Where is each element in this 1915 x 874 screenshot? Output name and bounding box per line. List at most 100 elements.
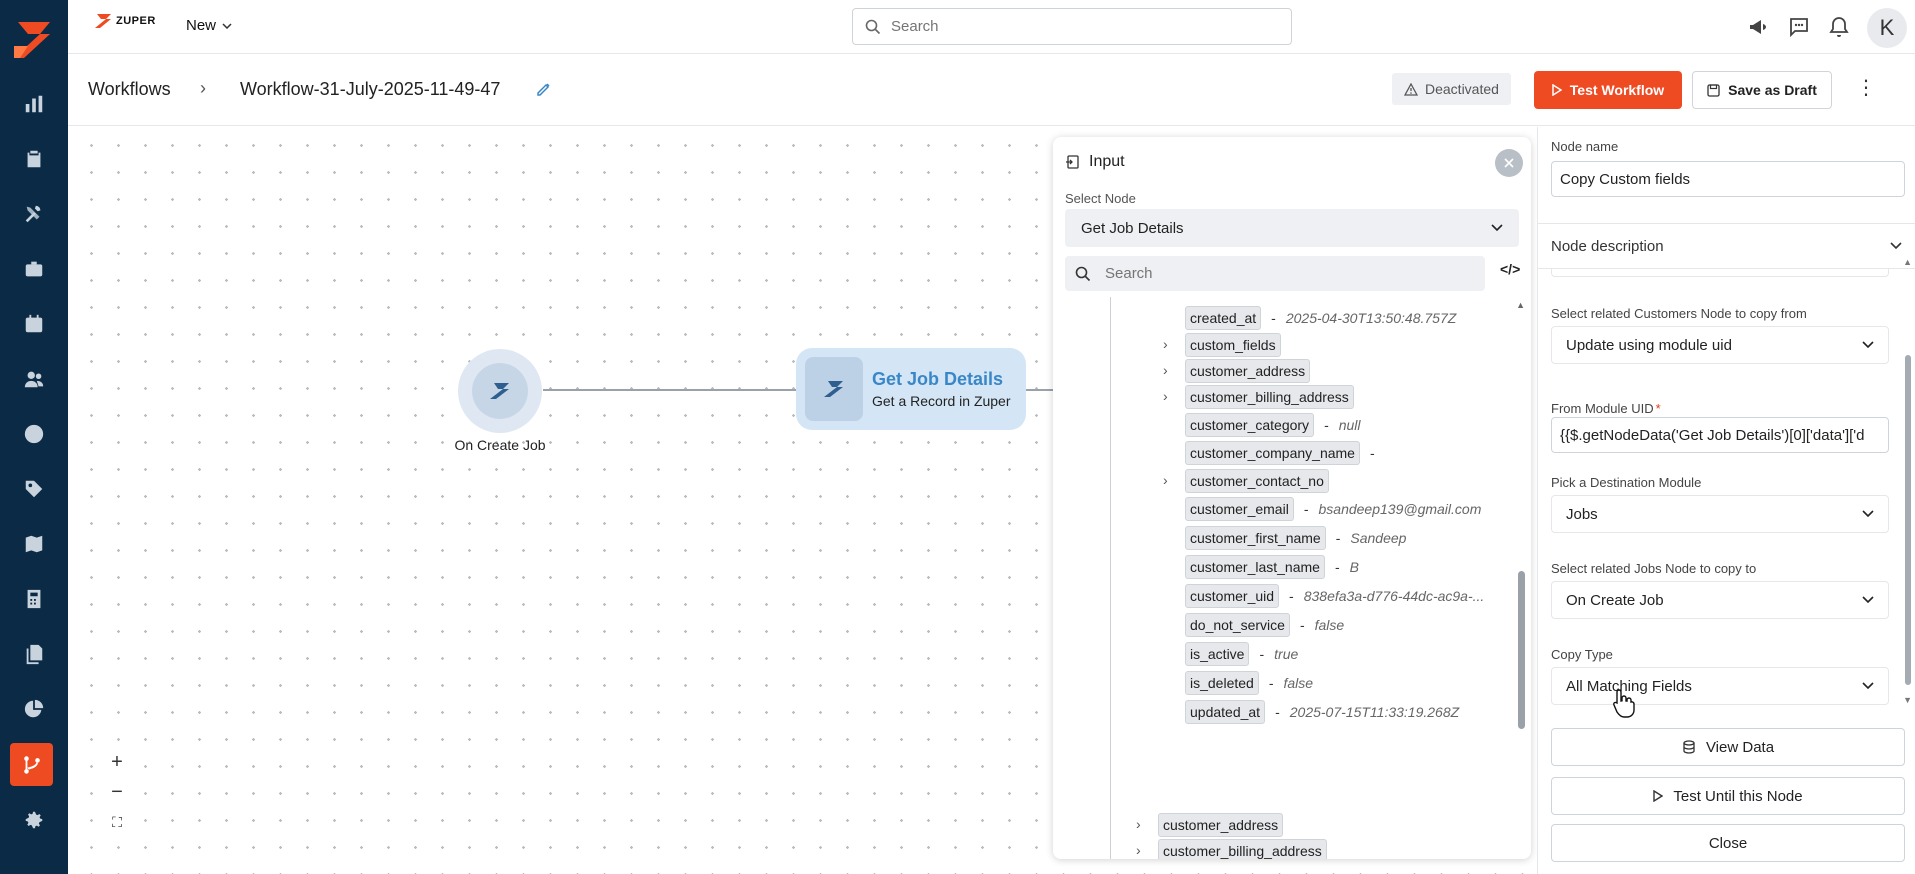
expand-chevron-icon[interactable]: › <box>1163 472 1168 488</box>
trigger-node[interactable] <box>458 349 542 433</box>
node-description-label: Node description <box>1551 237 1664 255</box>
node-config-panel: Node name Copy Custom fields Node descri… <box>1537 127 1915 874</box>
select-node-dropdown[interactable]: Get Job Details <box>1065 209 1519 247</box>
test-workflow-button[interactable]: Test Workflow <box>1534 71 1682 109</box>
bell-icon[interactable] <box>1827 15 1851 42</box>
brand-logo[interactable]: ZUPER <box>94 13 156 29</box>
more-options-icon[interactable]: ⋮ <box>1856 77 1876 99</box>
sidebar-item-calendar[interactable] <box>0 301 68 347</box>
expand-chevron-icon[interactable]: › <box>1163 336 1168 352</box>
sidebar-item-settings[interactable] <box>0 797 68 843</box>
sidebar-item-users[interactable] <box>0 356 68 402</box>
edit-title-icon[interactable] <box>536 81 552 100</box>
destination-module-select[interactable]: Jobs <box>1551 495 1889 533</box>
workflow-title: Workflow-31-July-2025-11-49-47 <box>240 79 501 99</box>
expand-chevron-icon[interactable]: › <box>1136 816 1141 832</box>
zoom-out-button[interactable]: − <box>111 780 123 803</box>
copy-type-label: Copy Type <box>1551 647 1613 662</box>
user-avatar[interactable]: K <box>1867 8 1907 48</box>
close-label: Close <box>1708 834 1748 852</box>
config-scrollbar-thumb[interactable] <box>1905 355 1911 685</box>
tree-row[interactable]: customer_company_name- <box>1185 441 1375 465</box>
sidebar-item-tags[interactable] <box>0 466 68 512</box>
tree-row[interactable]: customer_uid-838efa3a-d776-44dc-ac9a-... <box>1185 584 1484 608</box>
test-until-node-button[interactable]: Test Until this Node <box>1551 777 1905 815</box>
expand-chevron-icon[interactable]: › <box>1163 362 1168 378</box>
sidebar-item-invoices[interactable] <box>0 576 68 622</box>
sidebar-item-timesheet[interactable] <box>0 411 68 457</box>
copy-type-select[interactable]: All Matching Fields <box>1551 667 1889 705</box>
scroll-up-arrow-icon[interactable]: ▲ <box>1903 257 1912 267</box>
tree-row[interactable]: customer_last_name-B <box>1185 555 1359 579</box>
chevron-down-icon <box>1862 341 1874 349</box>
sidebar-item-jobs[interactable] <box>0 136 68 182</box>
tree-row[interactable]: customer_billing_address <box>1185 385 1354 409</box>
close-input-panel-button[interactable] <box>1495 149 1523 177</box>
from-module-uid-input[interactable]: {{$.getNodeData('Get Job Details')[0]['d… <box>1551 417 1889 453</box>
tree-value: false <box>1283 675 1314 691</box>
tree-key: customer_address <box>1158 813 1284 837</box>
scroll-up-arrow-icon[interactable]: ▲ <box>1516 300 1525 310</box>
node-description-toggle[interactable]: Node description <box>1538 223 1915 269</box>
code-view-toggle-icon[interactable]: </> <box>1500 261 1521 277</box>
fit-view-button[interactable]: ⛶ <box>112 813 122 830</box>
edge-trigger-to-get-job <box>543 389 853 391</box>
search-icon <box>865 19 881 34</box>
chevron-down-icon <box>222 22 232 29</box>
tree-row[interactable]: customer_address <box>1185 359 1311 383</box>
search-icon <box>1075 266 1091 281</box>
global-search[interactable] <box>852 8 1292 45</box>
documents-icon <box>26 644 43 665</box>
view-data-button[interactable]: View Data <box>1551 728 1905 766</box>
new-menu-label: New <box>186 17 217 34</box>
jobs-node-select[interactable]: On Create Job <box>1551 581 1889 619</box>
get-job-details-node[interactable]: Get Job Details Get a Record in Zuper <box>796 348 1026 430</box>
tree-row[interactable]: customer_email-bsandeep139@gmail.com <box>1185 497 1481 521</box>
tree-row[interactable]: custom_fields <box>1185 333 1281 357</box>
expand-chevron-icon[interactable]: › <box>1136 842 1141 858</box>
tree-dash: - <box>1369 445 1375 461</box>
tree-row[interactable]: is_active-true <box>1185 642 1298 666</box>
save-draft-button[interactable]: Save as Draft <box>1692 71 1832 109</box>
tree-row[interactable]: is_deleted-false <box>1185 671 1313 695</box>
scroll-down-arrow-icon[interactable]: ▼ <box>1903 695 1912 705</box>
tree-row-outer[interactable]: customer_billing_address <box>1158 839 1327 859</box>
avatar-initial: K <box>1879 15 1895 40</box>
node-name-input[interactable]: Copy Custom fields <box>1551 161 1905 197</box>
tree-row[interactable]: customer_contact_no <box>1185 469 1329 493</box>
zoom-controls: + − ⛶ <box>102 747 132 841</box>
tree-value: 838efa3a-d776-44dc-ac9a-... <box>1303 588 1485 604</box>
from-module-uid-label: From Module UID <box>1551 401 1654 416</box>
sidebar-item-documents[interactable] <box>0 631 68 677</box>
new-menu-button[interactable]: New <box>186 17 232 34</box>
destination-module-value: Jobs <box>1566 505 1598 523</box>
input-search-field[interactable] <box>1105 265 1465 282</box>
sidebar-item-tools[interactable] <box>0 191 68 237</box>
tree-row[interactable]: customer_category-null <box>1185 413 1361 437</box>
sidebar-item-workflows[interactable] <box>10 743 53 786</box>
zoom-in-button[interactable]: + <box>111 750 123 773</box>
tree-row[interactable]: created_at-2025-04-30T13:50:48.757Z <box>1185 306 1456 330</box>
input-panel-scrollbar[interactable] <box>1518 571 1525 729</box>
sidebar-item-briefcase[interactable] <box>0 246 68 292</box>
tree-key: is_active <box>1185 642 1250 666</box>
zuper-logo-icon[interactable] <box>10 18 54 62</box>
tree-row-outer[interactable]: customer_address <box>1158 813 1284 837</box>
tree-row[interactable]: do_not_service-false <box>1185 613 1344 637</box>
expand-chevron-icon[interactable]: › <box>1163 388 1168 404</box>
input-panel-header: Input <box>1065 153 1125 171</box>
sidebar-item-map[interactable] <box>0 521 68 567</box>
workflow-icon <box>23 755 40 774</box>
config-panel-scrollbar[interactable]: ▲ ▼ <box>1903 257 1912 705</box>
chat-icon[interactable] <box>1787 15 1811 42</box>
breadcrumb-workflows-link[interactable]: Workflows <box>88 79 171 99</box>
close-config-button[interactable]: Close <box>1551 824 1905 862</box>
sidebar-item-reports[interactable] <box>0 686 68 732</box>
sidebar-item-dashboard[interactable] <box>0 81 68 127</box>
input-search[interactable] <box>1065 256 1485 291</box>
global-search-input[interactable] <box>891 18 1271 35</box>
announcement-icon[interactable] <box>1747 15 1771 42</box>
tree-row[interactable]: customer_first_name-Sandeep <box>1185 526 1406 550</box>
tree-row[interactable]: updated_at-2025-07-15T11:33:19.268Z <box>1185 700 1459 724</box>
customers-node-select[interactable]: Update using module uid <box>1551 326 1889 364</box>
